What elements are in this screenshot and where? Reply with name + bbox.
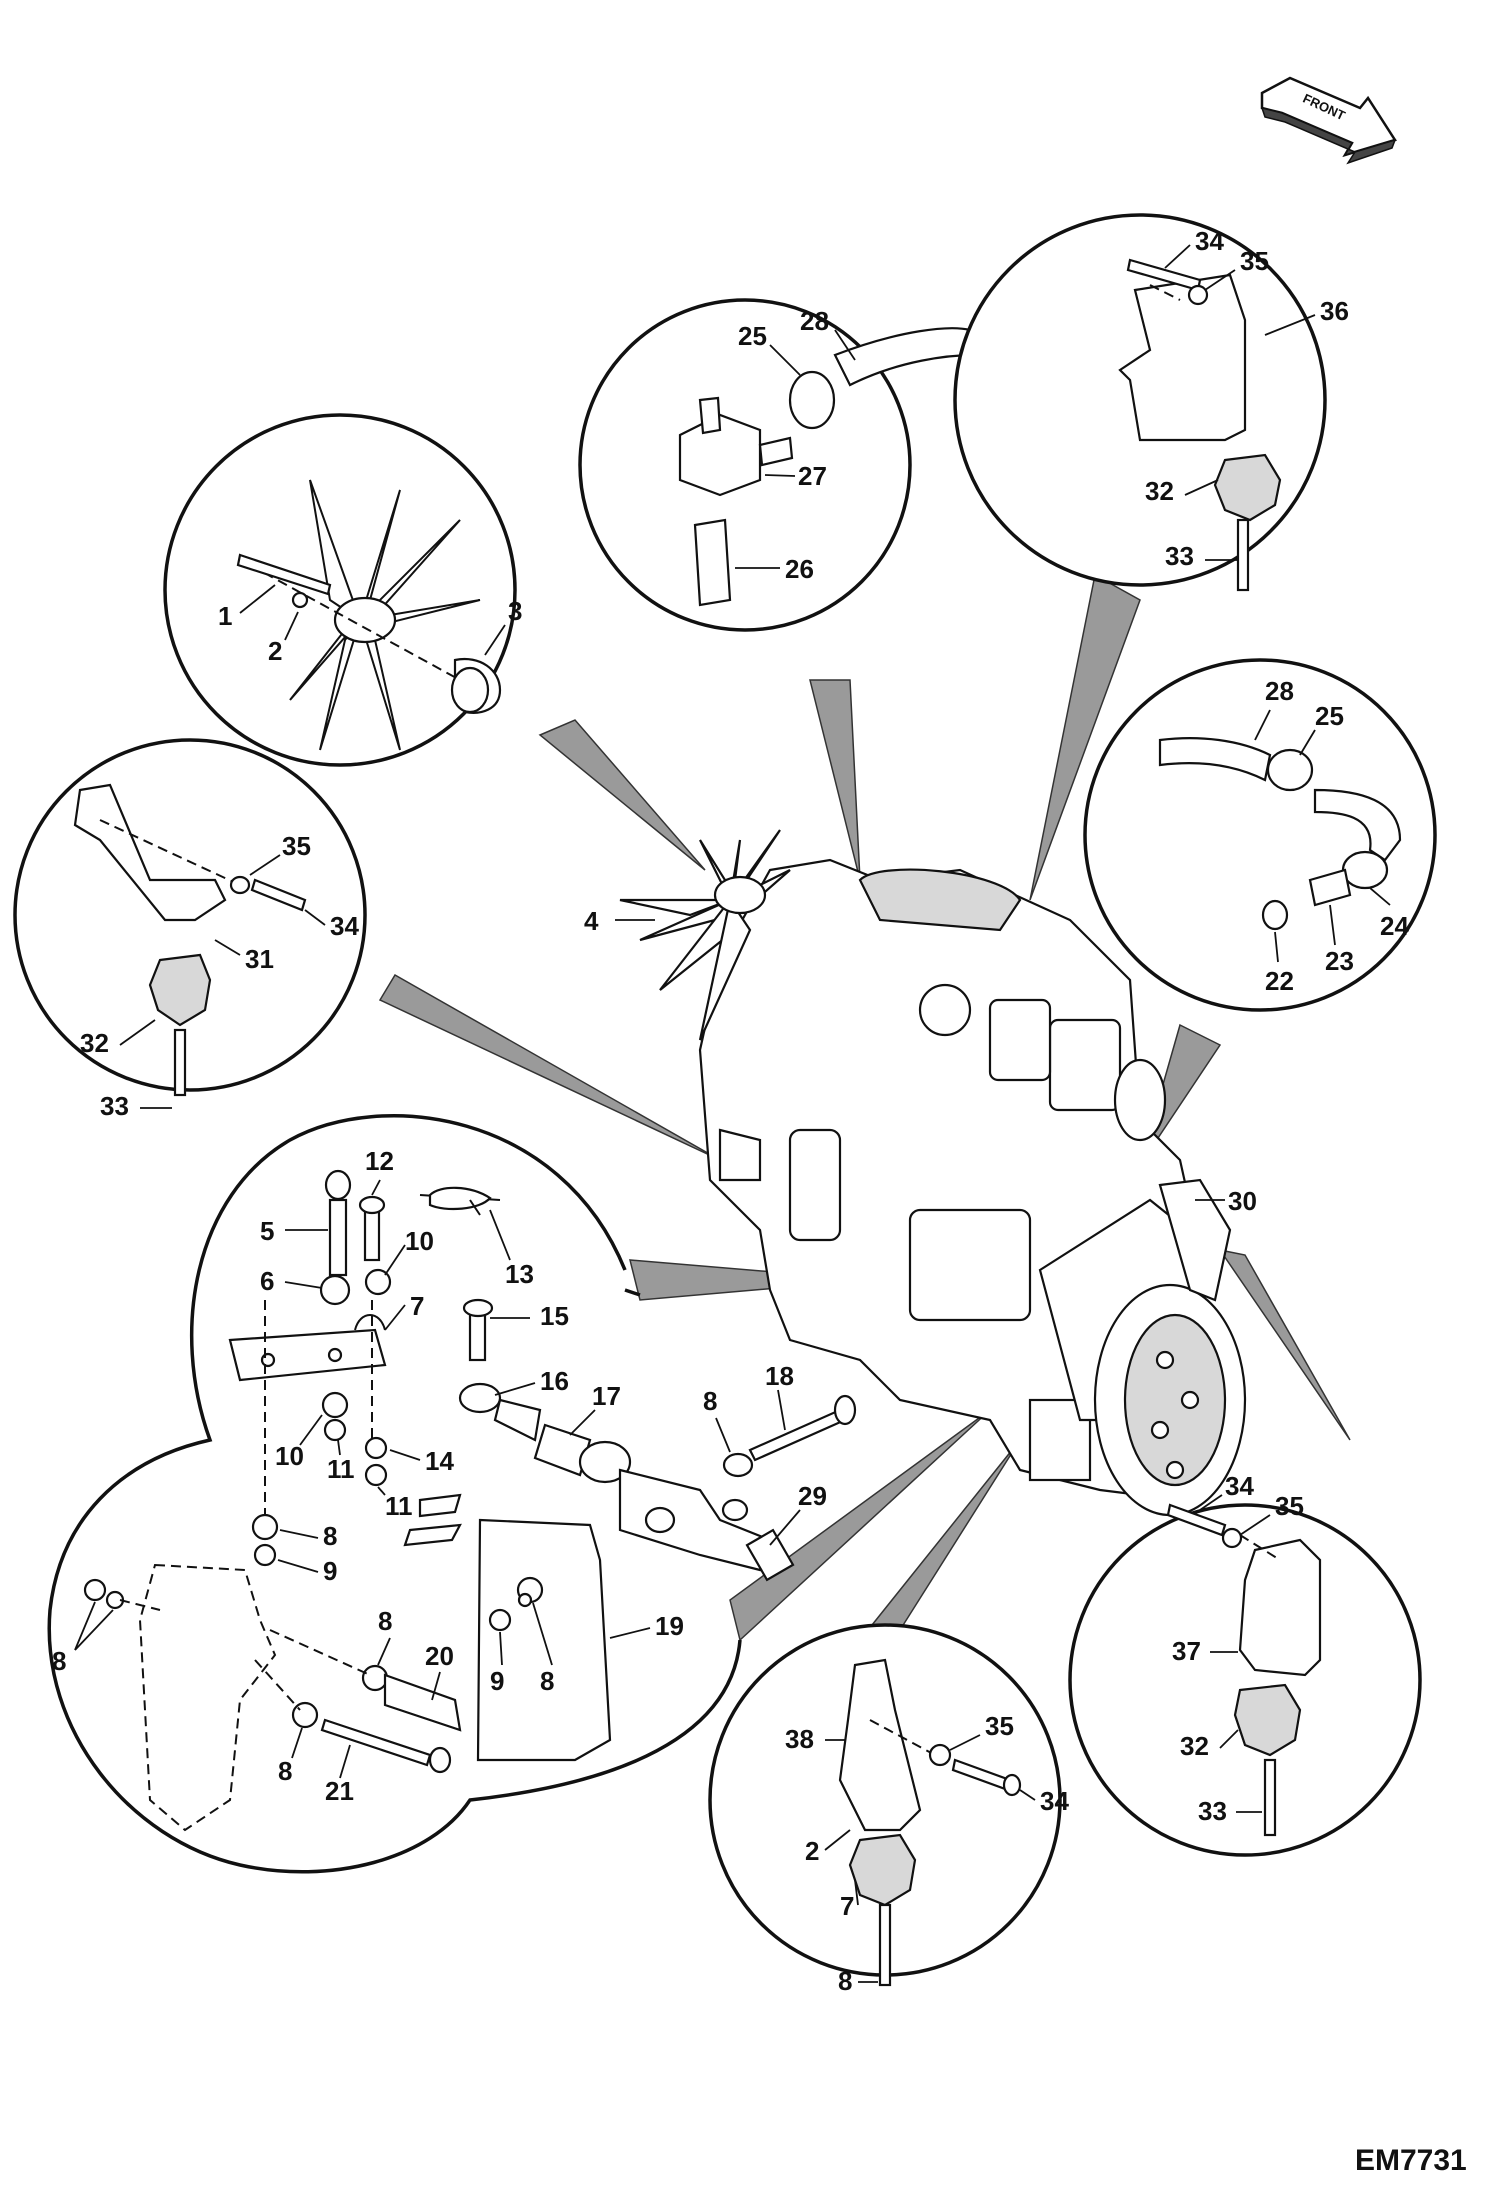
callout-2: 2: [268, 636, 282, 666]
callout-22: 22: [1265, 966, 1294, 996]
detail-fitting: 25 28 27 26: [578, 298, 977, 632]
callout-4: 4: [584, 906, 599, 936]
engine-assembly: [619, 829, 1247, 1517]
callout-32: 32: [1180, 1731, 1209, 1761]
callout-34: 34: [1195, 226, 1224, 256]
callout-7: 7: [410, 1291, 424, 1321]
callout-30: 30: [1228, 1186, 1257, 1216]
detail-mount-bottom-center: 38 35 34 2 7 8: [708, 1623, 1069, 1996]
callout-26: 26: [785, 554, 814, 584]
front-direction-arrow-icon: FRONT: [1260, 76, 1397, 165]
callout-11: 11: [385, 1491, 413, 1521]
detail-fan: 1 2 3: [163, 413, 522, 767]
callout-8: 8: [540, 1666, 554, 1696]
callout-16: 16: [540, 1366, 569, 1396]
callout-8: 8: [838, 1966, 852, 1996]
detail-pointers: [378, 573, 1351, 1642]
callout-17: 17: [592, 1381, 621, 1411]
callout-18: 18: [765, 1361, 794, 1391]
callout-6: 6: [260, 1266, 274, 1296]
callout-20: 20: [425, 1641, 454, 1671]
callout-14: 14: [425, 1446, 454, 1476]
drawing-code: EM7731: [1355, 2144, 1467, 2177]
callout-29: 29: [798, 1481, 827, 1511]
callout-21: 21: [325, 1776, 354, 1806]
callout-11: 11: [327, 1454, 355, 1484]
detail-mount-top-right: 34 35 36 32 33: [953, 213, 1349, 592]
callout-35: 35: [1275, 1491, 1304, 1521]
callout-31: 31: [245, 944, 274, 974]
callout-33: 33: [100, 1091, 129, 1121]
callout-34: 34: [330, 911, 359, 941]
callout-19: 19: [655, 1611, 684, 1641]
callout-25: 25: [738, 321, 767, 351]
callout-9: 9: [323, 1556, 337, 1586]
callout-35: 35: [985, 1711, 1014, 1741]
callout-37: 37: [1172, 1636, 1201, 1666]
callout-5: 5: [260, 1216, 274, 1246]
callout-1: 1: [218, 601, 232, 631]
detail-hose: 28 25 24 23 22: [1083, 658, 1437, 1012]
callout-8: 8: [323, 1521, 337, 1551]
callout-8: 8: [378, 1606, 392, 1636]
callout-13: 13: [505, 1259, 534, 1289]
detail-linkage: 12 5 10 13 6 7 15 16 17 18 8 10 11 14 11…: [47, 1114, 857, 1874]
callout-27: 27: [798, 461, 827, 491]
callout-28: 28: [1265, 676, 1294, 706]
callout-34: 34: [1225, 1471, 1254, 1501]
callout-34: 34: [1040, 1786, 1069, 1816]
callout-2: 2: [805, 1836, 819, 1866]
callout-33: 33: [1165, 541, 1194, 571]
callout-33: 33: [1198, 1796, 1227, 1826]
detail-mount-bottom-right: 34 35 37 32 33: [1068, 1471, 1422, 1857]
callout-23: 23: [1325, 946, 1354, 976]
callout-8: 8: [52, 1646, 66, 1676]
callout-32: 32: [1145, 476, 1174, 506]
callout-15: 15: [540, 1301, 569, 1331]
callout-8: 8: [703, 1386, 717, 1416]
callout-28: 28: [800, 306, 829, 336]
callout-35: 35: [282, 831, 311, 861]
callout-10: 10: [405, 1226, 434, 1256]
callout-9: 9: [490, 1666, 504, 1696]
callout-32: 32: [80, 1028, 109, 1058]
engine-fan: [619, 829, 791, 1041]
callout-3: 3: [508, 596, 522, 626]
callout-36: 36: [1320, 296, 1349, 326]
detail-bracket-left: 35 34 31 32 33: [13, 738, 367, 1121]
callout-25: 25: [1315, 701, 1344, 731]
callout-10: 10: [275, 1441, 304, 1471]
callout-38: 38: [785, 1724, 814, 1754]
callout-12: 12: [365, 1146, 394, 1176]
callout-35: 35: [1240, 246, 1269, 276]
callout-8: 8: [278, 1756, 292, 1786]
callout-24: 24: [1380, 911, 1409, 941]
callout-7: 7: [840, 1891, 854, 1921]
